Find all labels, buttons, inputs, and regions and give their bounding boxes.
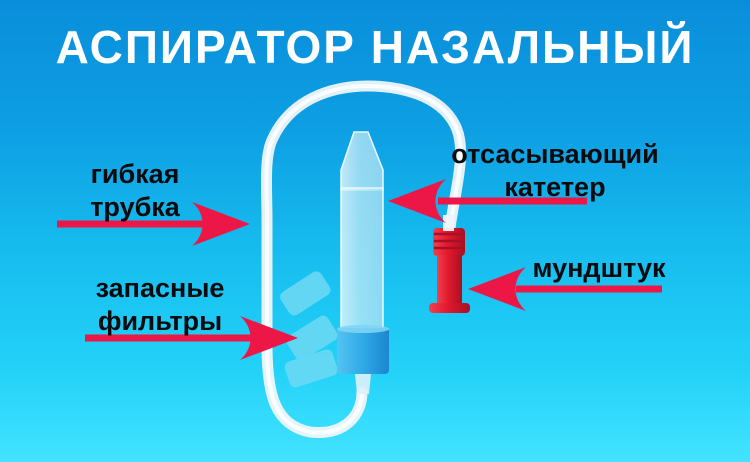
spare-filters-image (280, 271, 338, 388)
arrow-spare-filters (85, 316, 298, 360)
label-line: катетер (504, 172, 606, 202)
label-line: мундштук (532, 253, 666, 283)
page-title: АСПИРАТОР НАЗАЛЬНЫЙ (55, 21, 695, 73)
label-suction-catheter: отсасывающий катетер (443, 138, 667, 204)
label-line: фильтры (97, 306, 223, 336)
label-flexible-tube: гибкая трубка (40, 158, 230, 224)
arrow-mouthpiece (468, 267, 662, 311)
label-spare-filters: запасные фильтры (60, 272, 260, 338)
label-mouthpiece: мундштук (523, 252, 675, 285)
label-line: отсасывающий (451, 139, 659, 169)
label-line: запасные (95, 273, 225, 303)
mouthpiece-image (429, 215, 470, 313)
label-line: трубка (90, 192, 180, 222)
arrow-flexible-tube (57, 202, 250, 246)
flexible-tube-image (260, 80, 467, 438)
label-line: гибкая (90, 159, 180, 189)
arrow-suction-catheter (388, 179, 587, 223)
suction-catheter-image (337, 131, 389, 394)
